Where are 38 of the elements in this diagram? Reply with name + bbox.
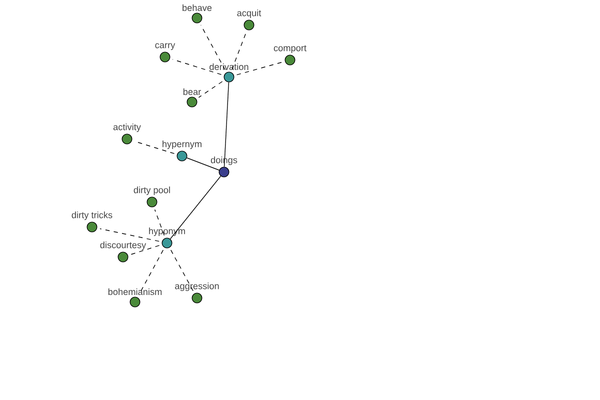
graph-node: behave: [182, 4, 212, 24]
connector-line: [186, 158, 220, 170]
node-label: discourtesy: [100, 242, 146, 250]
node-label: dirty tricks: [72, 212, 112, 220]
node-label: dirty pool: [134, 186, 170, 196]
connector-line: [138, 250, 164, 296]
graph-node: carry: [155, 43, 176, 62]
graph-node: derivation: [210, 63, 248, 82]
node-label: comport: [274, 45, 306, 54]
graph-node: discourtesy: [100, 242, 146, 262]
graph-node: activity: [113, 124, 141, 144]
node-label: bear: [183, 88, 201, 96]
connector-line: [170, 176, 222, 240]
connector-line: [224, 82, 230, 168]
graph-node: bohemianism: [108, 288, 162, 308]
graph-node: aggression: [175, 282, 219, 304]
node-label: hypernym: [162, 140, 202, 150]
graph-node: hypernym: [162, 140, 202, 162]
graph-node: dirty tricks: [72, 212, 112, 232]
connector-line: [130, 245, 160, 255]
connector-line: [200, 24, 226, 70]
connector-line: [198, 81, 223, 98]
graph-node: acquit: [237, 10, 262, 30]
node-label: acquit: [237, 10, 262, 18]
node-label: carry: [155, 43, 176, 50]
connector-line: [100, 228, 160, 242]
connector-line: [170, 250, 194, 292]
node-label: aggression: [175, 282, 219, 292]
connector-line: [172, 59, 222, 75]
node-label: behave: [182, 4, 212, 12]
node-label: activity: [113, 124, 141, 132]
node-label: bohemianism: [108, 288, 162, 296]
connector-line: [236, 62, 283, 76]
graph-node: dirty pool: [134, 186, 170, 208]
connector-line: [232, 32, 246, 70]
graph-node: bear: [183, 88, 201, 108]
graph-node: comport: [274, 45, 306, 66]
node-label: derivation: [210, 63, 248, 70]
